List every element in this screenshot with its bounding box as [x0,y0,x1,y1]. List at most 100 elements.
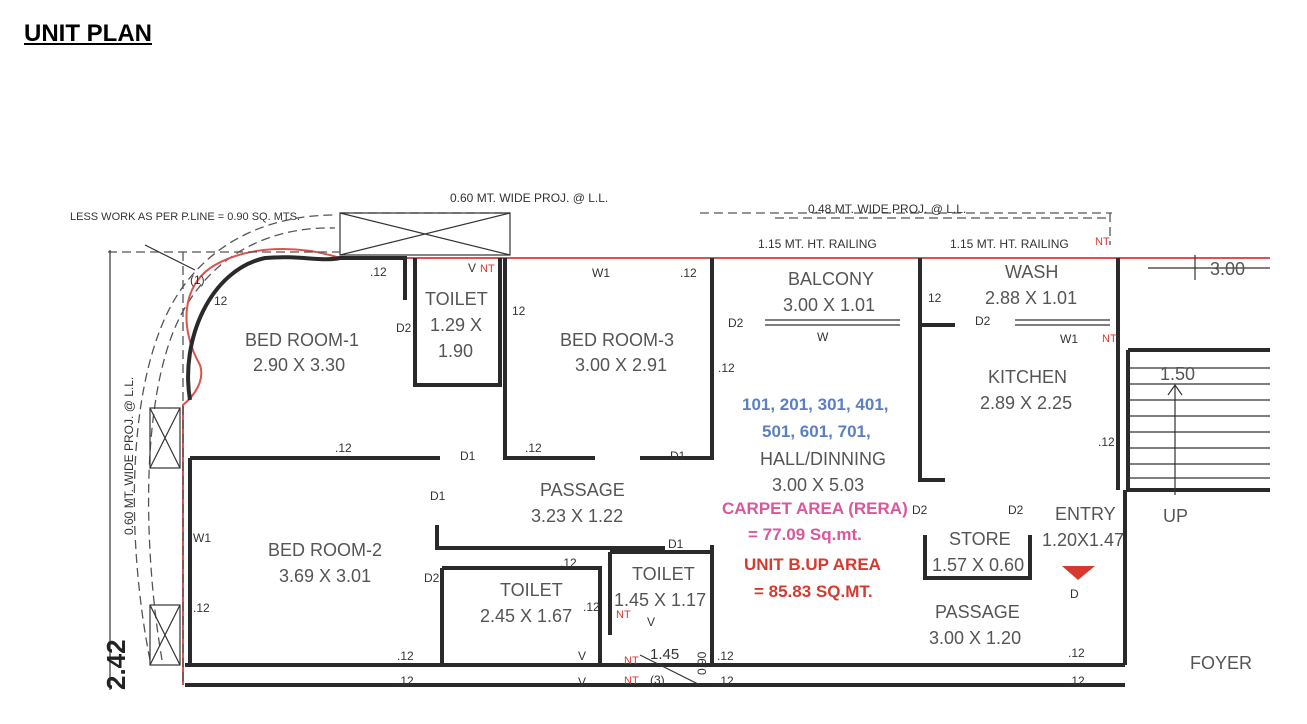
projection-note-top-left: 0.60 MT. WIDE PROJ. @ L.L. [450,191,608,205]
entry-size: 1.20X1.47 [1042,530,1124,550]
passage2-name: PASSAGE [935,602,1020,622]
toilet2-name: TOILET [500,580,563,600]
window-tag-w1: W1 [193,531,211,545]
bed1-wall [186,255,407,401]
left-projection-cross-2 [149,604,181,666]
balcony-projection-box [339,212,511,256]
balcony-name: BALCONY [788,269,874,289]
less-work-note: LESS WORK AS PER P.LINE = 0.90 SQ. MTS. [70,211,300,223]
passage1-size: 3.23 X 1.22 [531,506,623,526]
thickness-12: .12 [1068,674,1085,688]
toilet1-size-b: 1.90 [438,341,473,361]
left-projection-outline [133,214,336,661]
thickness-12: 12 [512,304,526,318]
thickness-12: .12 [560,556,577,570]
door-tag-d: D [1070,587,1079,601]
toilet1-size-a: 1.29 X [430,315,482,335]
entry-door-marker [1062,566,1095,580]
thickness-12: .12 [397,649,414,663]
carpet-area-label: CARPET AREA (RERA) [722,499,908,518]
vent-tag-v: V [578,675,586,689]
kitchen-size: 2.89 X 2.25 [980,393,1072,413]
bed2-size: 3.69 X 3.01 [279,566,371,586]
nt-tag: NT [480,263,495,275]
bed3-name: BED ROOM-3 [560,330,674,350]
hall-name: HALL/DINNING [760,449,886,469]
toilet2-wall [440,566,602,665]
thickness-12: .12 [583,600,600,614]
passage2-size: 3.00 X 1.20 [929,628,1021,648]
leader-line [144,244,196,271]
bed3-size: 3.00 X 2.91 [575,355,667,375]
bed2-name: BED ROOM-2 [268,540,382,560]
door-tag-d1: D1 [668,537,684,551]
left-projection-box-1 [149,407,181,469]
nt-tag: NT [624,675,639,687]
thickness-12: .12 [1068,646,1085,660]
thickness-12: 12 [214,294,228,308]
door-tag-d2: D2 [1008,503,1024,517]
staircase [1126,255,1270,495]
door-tag-d2: D2 [912,503,928,517]
thickness-12: .12 [717,649,734,663]
passage1-name: PASSAGE [540,480,625,500]
projection-note-top-right: 0.48 MT. WIDE PROJ. @ L.L. [808,202,966,216]
thickness-12: .12 [1098,435,1115,449]
vent-tag-v: V [578,649,586,663]
wash-name: WASH [1005,262,1058,282]
bed1-size: 2.90 X 3.30 [253,355,345,375]
thickness-12: .12 [335,441,352,455]
balcony-size: 3.00 X 1.01 [783,295,875,315]
door-tag-d2: D2 [728,316,744,330]
thickness-12: .12 [525,441,542,455]
thickness-12: .12 [680,266,697,280]
page-title: UNIT PLAN [24,20,152,47]
toilet3-size: 1.45 X 1.17 [614,590,706,610]
dimension-0-90: 0.90 [695,651,709,675]
projection-note-left: 0.60 MT. WIDE PROJ. @ L.L. [122,377,136,535]
thickness-12: .12 [718,361,735,375]
label-1: (1) [190,273,205,287]
dimension-1-50: 1.50 [1160,364,1195,384]
thickness-12: 12 [928,291,942,305]
left-projection-outline-2 [147,227,336,661]
left-projection-box-2 [149,604,181,666]
window-tag-w1: W1 [592,266,610,280]
window-tag-w1: W1 [1060,332,1078,346]
dimension-2-42: 2.42 [101,639,131,690]
railing-note-2: 1.15 MT. HT. RAILING [950,237,1069,251]
nt-tag: NT [1102,333,1117,345]
vent-tag-v: V [647,615,655,629]
toilet1-wall [413,258,502,387]
builtup-area-value: = 85.83 SQ.MT. [754,582,873,601]
balcony-window [765,319,900,326]
toilet3-swing-line [639,654,701,686]
nt-tag: NT [1095,236,1110,248]
entry-name: ENTRY [1055,504,1116,524]
dimension-3-00: 3.00 [1210,259,1245,279]
wash-window [1015,319,1110,326]
unit-numbers-line2: 501, 601, 701, [762,422,871,441]
door-tag-d1: D1 [460,449,476,463]
bottom-wall [185,663,1125,687]
door-tag-d1: D1 [670,449,686,463]
bed1-name: BED ROOM-1 [245,330,359,350]
toilet3-name: TOILET [632,564,695,584]
door-tag-d2: D2 [975,314,991,328]
vent-tag-v: V [468,261,476,275]
bed3-wall [503,258,714,460]
kitchen-wall [918,258,955,482]
toilet2-size: 2.45 X 1.67 [480,606,572,626]
thickness-12: .12 [397,674,414,688]
store-name: STORE [949,529,1011,549]
store-size: 1.57 X 0.60 [932,555,1024,575]
thickness-12: .12 [370,265,387,279]
label-3: (3) [650,673,665,687]
unit-numbers-line1: 101, 201, 301, 401, [742,395,889,414]
hall-size: 3.00 X 5.03 [772,475,864,495]
builtup-area-label: UNIT B.UP AREA [744,555,881,574]
wash-size: 2.88 X 1.01 [985,288,1077,308]
kitchen-name: KITCHEN [988,367,1067,387]
window-tag-w: W [817,330,829,344]
